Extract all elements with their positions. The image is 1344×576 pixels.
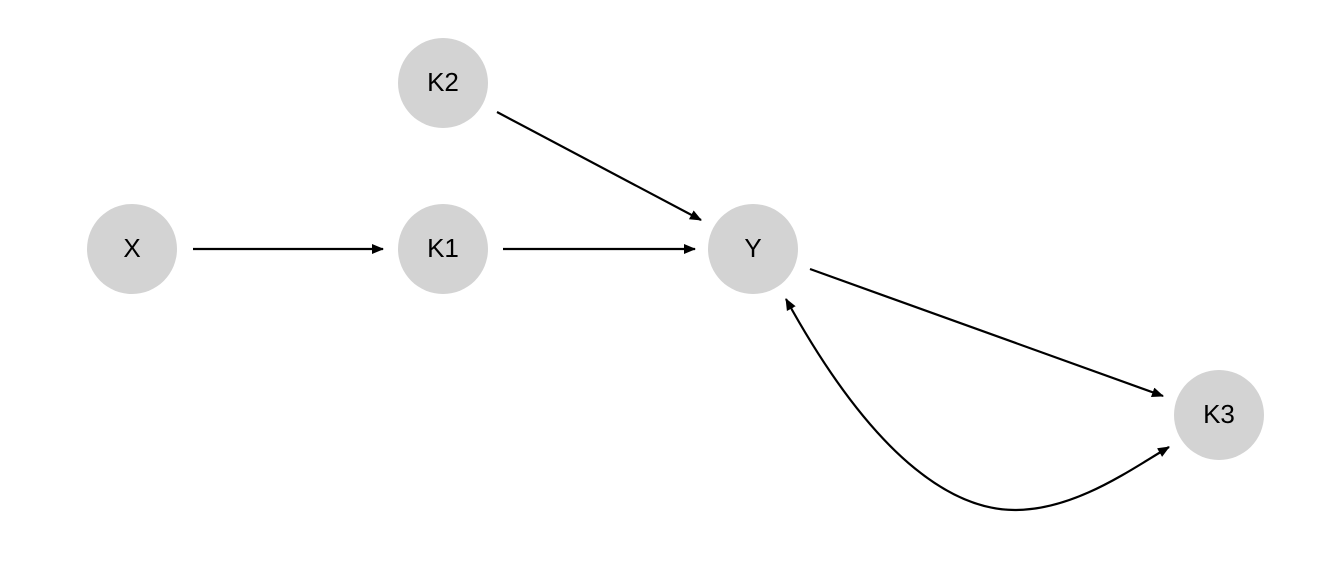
node-k3-label: K3	[1203, 399, 1235, 429]
nodes-layer: X K1 K2 Y K3	[87, 38, 1264, 460]
node-k3: K3	[1174, 370, 1264, 460]
edges-layer	[193, 111, 1170, 512]
edge-k2-to-y	[496, 111, 702, 221]
node-k1: K1	[398, 204, 488, 294]
node-y: Y	[708, 204, 798, 294]
node-x-label: X	[123, 233, 140, 263]
edge-y-k3-bidirected	[785, 298, 1170, 512]
node-k1-circle	[398, 204, 488, 294]
node-y-label: Y	[744, 233, 761, 263]
node-x: X	[87, 204, 177, 294]
node-y-circle	[708, 204, 798, 294]
node-x-circle	[87, 204, 177, 294]
edge-y-to-k3	[809, 267, 1164, 398]
node-k3-circle	[1174, 370, 1264, 460]
node-k2: K2	[398, 38, 488, 128]
node-k1-label: K1	[427, 233, 459, 263]
node-k2-label: K2	[427, 67, 459, 97]
node-k2-circle	[398, 38, 488, 128]
